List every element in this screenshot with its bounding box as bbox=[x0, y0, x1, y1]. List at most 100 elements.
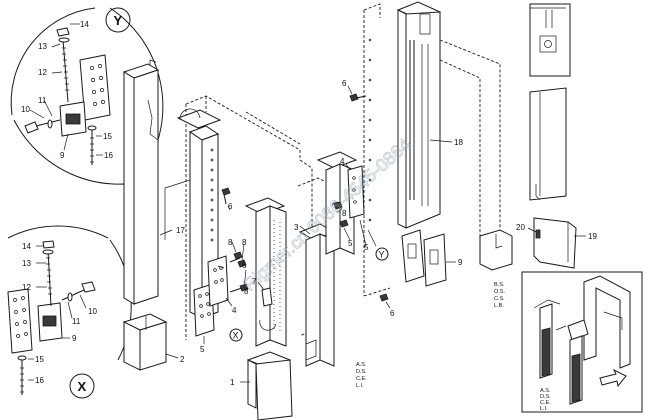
callout-x-9: 9 bbox=[72, 334, 77, 343]
callout-5-right: 5 bbox=[348, 239, 353, 248]
bolt-6-right bbox=[339, 219, 349, 228]
mast-rivet-row bbox=[210, 148, 214, 242]
detail-x-bracket-plate bbox=[7, 288, 33, 354]
callout-x-11: 11 bbox=[72, 317, 81, 326]
detail-y-washer-15 bbox=[87, 125, 97, 131]
marker-x-label: X bbox=[233, 331, 239, 341]
marker-x-circle bbox=[229, 328, 243, 342]
detail-x-circle bbox=[69, 373, 95, 399]
bolt-6-left bbox=[221, 187, 231, 196]
detail-x-threaded-rod bbox=[47, 249, 52, 307]
callout-y-11: 11 bbox=[38, 96, 47, 105]
callout-2: 2 bbox=[180, 355, 185, 364]
detail-y-threaded-rod bbox=[62, 39, 69, 103]
lower-box-part-2: 2 bbox=[122, 313, 185, 371]
detail-x-washer-11 bbox=[67, 292, 73, 302]
detail-x-washer bbox=[42, 249, 54, 255]
callout-y-9: 9 bbox=[60, 151, 65, 160]
bracket-part-19 bbox=[533, 217, 577, 269]
tall-mast-part-18: 6 18 9 6 bbox=[342, 1, 513, 318]
callout-y-16: 16 bbox=[104, 151, 113, 160]
callout-7: 7 bbox=[252, 277, 257, 286]
callout-17: 17 bbox=[176, 226, 185, 235]
overview-inset-frame bbox=[521, 271, 643, 413]
detail-y-washer bbox=[58, 37, 70, 43]
detail-x-washer-15 bbox=[17, 355, 27, 361]
callout-18: 18 bbox=[454, 138, 463, 147]
callout-8-c: 8 bbox=[244, 287, 249, 296]
callout-x-15: 15 bbox=[35, 355, 44, 364]
marker-y-label: Y bbox=[379, 250, 385, 260]
callout-8-right: 8 bbox=[342, 209, 347, 218]
detail-y-circle-label: Y bbox=[114, 13, 123, 28]
code-left-0: A.S. bbox=[356, 362, 367, 368]
code-middle-0: B.S. bbox=[494, 282, 505, 288]
callout-1: 1 bbox=[230, 378, 235, 387]
upper-right-column: 19 20 bbox=[516, 3, 597, 269]
code-inset-0: A.S. bbox=[540, 388, 551, 394]
block-part-9-a bbox=[401, 229, 425, 283]
block-part-9-b bbox=[423, 233, 447, 287]
mast-perforation-row bbox=[368, 38, 372, 222]
callout-x-13: 13 bbox=[22, 259, 31, 268]
callout-8-b: 8 bbox=[242, 238, 247, 247]
clip-part-20 bbox=[535, 229, 541, 239]
bracket-plate-4-right bbox=[347, 165, 365, 219]
bottom-plate-part-1: 1 bbox=[230, 351, 293, 420]
callout-3: 3 bbox=[294, 223, 299, 232]
detail-y-circle bbox=[105, 7, 131, 33]
detail-x-bolt-head bbox=[81, 281, 96, 293]
detail-y: Y 14 13 12 10 11 9 15 16 bbox=[10, 7, 164, 185]
code-left-3: L.I. bbox=[356, 383, 364, 389]
detail-y-boundary-arc-upper bbox=[10, 7, 96, 116]
callout-6-top: 6 bbox=[342, 79, 347, 88]
detail-x-circle-label: X bbox=[78, 379, 87, 394]
callout-x-16: 16 bbox=[35, 376, 44, 385]
bolt-8-b bbox=[237, 259, 247, 268]
left-mast: 6 8 8 6 8 4 5 X bbox=[176, 108, 249, 354]
code-left-2: C.E. bbox=[356, 376, 367, 382]
detail-x-boundary-arc bbox=[7, 225, 109, 239]
overview-inset: A.S. D.S. C.E. L.I. bbox=[521, 271, 643, 413]
marker-y-circle bbox=[375, 247, 389, 261]
bolt-8-a bbox=[233, 251, 243, 260]
callout-19: 19 bbox=[588, 232, 597, 241]
callout-4-left: 4 bbox=[232, 306, 237, 315]
callout-x-10: 10 bbox=[88, 307, 97, 316]
code-left-1: D.S. bbox=[356, 369, 367, 375]
code-middle-2: C.S. bbox=[494, 296, 505, 302]
code-inset-1: D.S. bbox=[540, 394, 551, 400]
code-block-left: A.S. D.S. C.E. L.I. bbox=[356, 362, 367, 389]
callout-y-12: 12 bbox=[38, 68, 47, 77]
column-part-17: 17 bbox=[122, 59, 191, 305]
callout-x-12: 12 bbox=[22, 283, 31, 292]
code-block-middle: B.S. O.S. C.S. L.B. bbox=[494, 282, 505, 309]
callout-4-right: 4 bbox=[340, 157, 345, 166]
callout-9: 9 bbox=[458, 258, 463, 267]
callout-6-left: 6 bbox=[228, 202, 233, 211]
bolt-6-top bbox=[349, 93, 359, 102]
callout-6-bottom: 6 bbox=[390, 309, 395, 318]
direction-arrow-icon bbox=[599, 368, 627, 388]
right-center-mast: 4 8 5 5 Y bbox=[297, 151, 389, 261]
detail-y-nut bbox=[56, 27, 70, 37]
detail-x: X 14 13 12 10 11 9 15 16 bbox=[7, 225, 132, 399]
bolt-6-bottom bbox=[379, 293, 389, 302]
code-inset-3: L.I. bbox=[540, 406, 548, 412]
callout-6-mid: 6 bbox=[242, 261, 247, 270]
detail-y-washer-11 bbox=[47, 119, 53, 129]
callout-y-15: 15 bbox=[103, 132, 112, 141]
bracket-plate-4 bbox=[207, 255, 229, 307]
callout-5-right-b: 5 bbox=[364, 243, 369, 252]
callout-y-14: 14 bbox=[80, 20, 89, 29]
callout-8-a: 8 bbox=[228, 238, 233, 247]
detail-y-bolt-head bbox=[24, 121, 39, 134]
code-middle-1: O.S. bbox=[494, 289, 505, 295]
callout-y-10: 10 bbox=[21, 105, 30, 114]
code-inset-2: C.E. bbox=[540, 400, 551, 406]
detail-x-nut bbox=[42, 240, 55, 249]
callout-y-13: 13 bbox=[38, 42, 47, 51]
bracket-part-7 bbox=[261, 287, 273, 307]
callout-x-14: 14 bbox=[22, 242, 31, 251]
